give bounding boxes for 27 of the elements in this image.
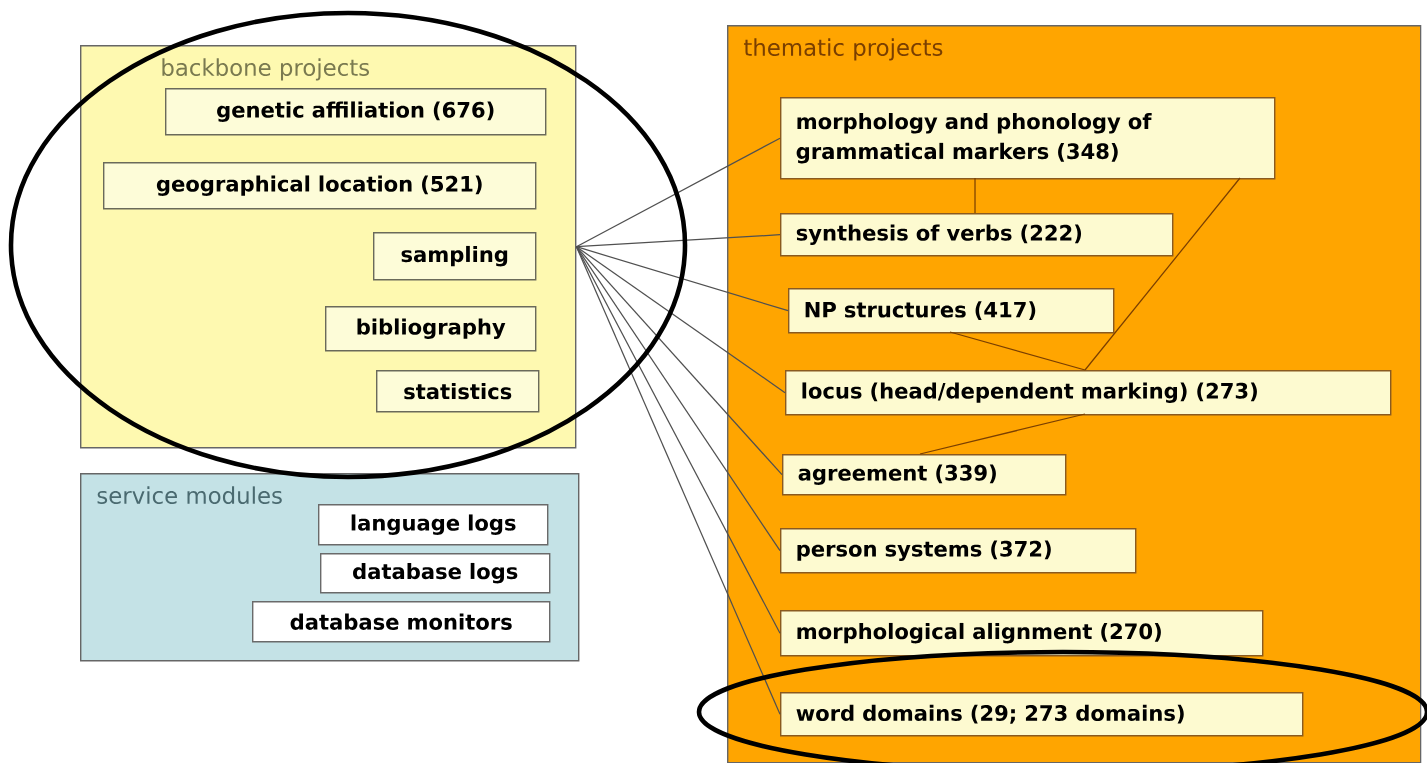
connector-line (575, 246, 786, 394)
connector-line (1084, 177, 1241, 371)
connector-line (575, 246, 789, 312)
project-box: geographical location (521) (103, 162, 537, 210)
connector-line (919, 413, 1086, 455)
project-box: agreement (339) (782, 454, 1067, 496)
connector-line (575, 137, 781, 248)
project-box: locus (head/dependent marking) (273) (785, 370, 1392, 416)
project-box: synthesis of verbs (222) (780, 213, 1174, 257)
project-box: NP structures (417) (788, 288, 1115, 334)
project-box: genetic affiliation (676) (165, 88, 547, 136)
project-box: statistics (376, 370, 540, 413)
project-box: morphological alignment (270) (780, 610, 1264, 657)
connector-line (575, 246, 783, 476)
project-box: database logs (320, 553, 551, 594)
connector-line (949, 331, 1086, 371)
connector-line (974, 177, 976, 214)
project-box: language logs (318, 504, 549, 546)
connector-line (575, 246, 781, 634)
project-box: morphology and phonology of grammatical markers (348) (780, 97, 1276, 180)
connector-line (575, 246, 781, 715)
project-box: word domains (29; 273 domains) (780, 692, 1304, 737)
project-box: bibliography (325, 306, 537, 352)
project-box: sampling (373, 232, 537, 281)
project-box: database monitors (252, 601, 551, 643)
project-box: person systems (372) (780, 528, 1137, 574)
connector-line (575, 234, 781, 248)
